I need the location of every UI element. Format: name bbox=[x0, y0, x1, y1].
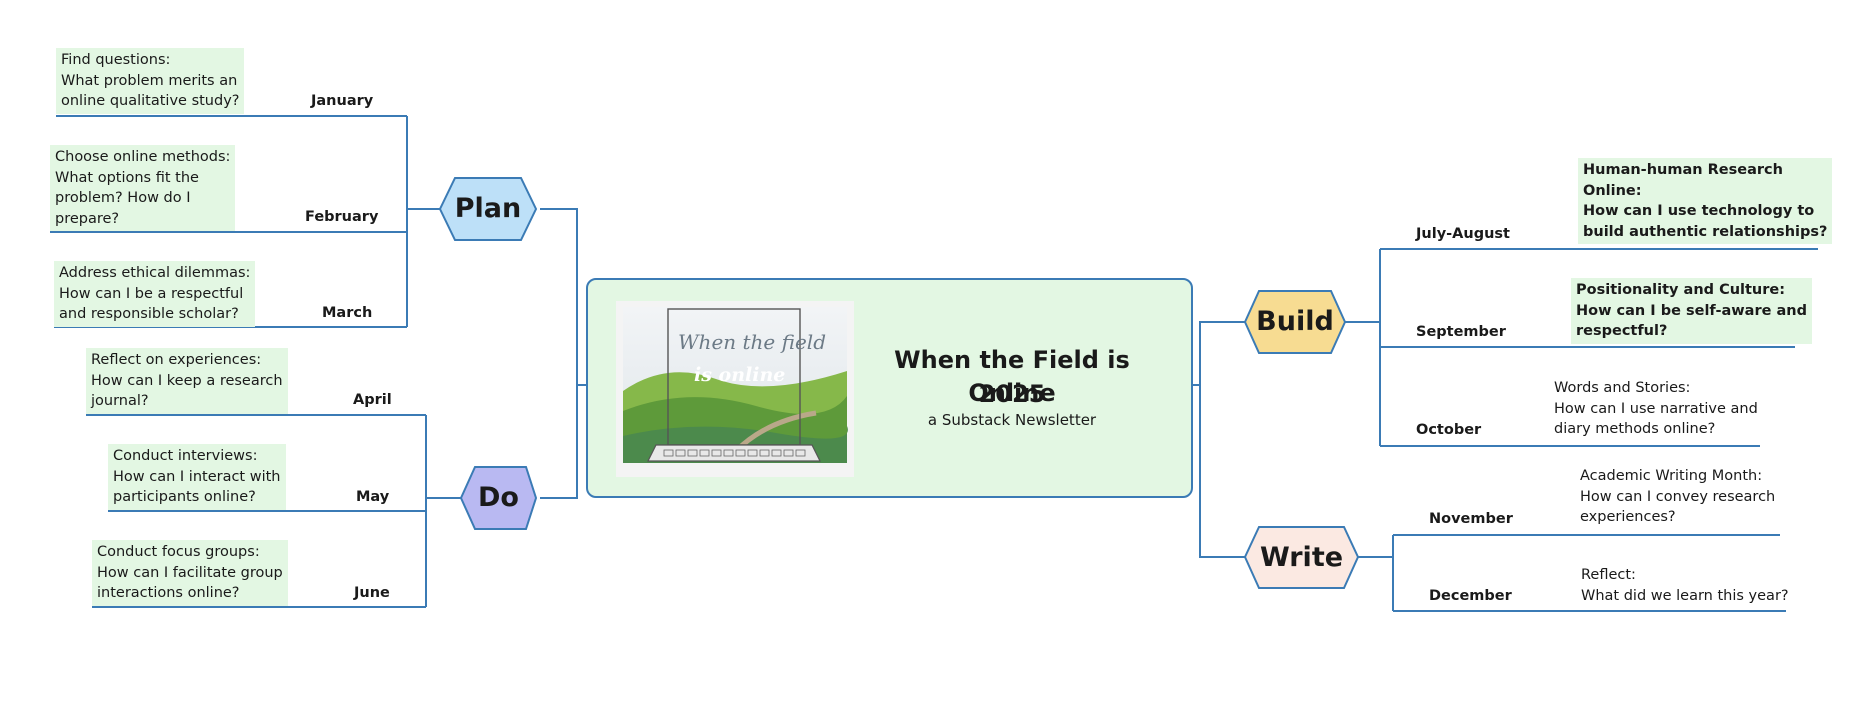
newsletter-title-line2: 2025 bbox=[978, 380, 1046, 408]
month-may: May bbox=[356, 489, 390, 505]
phase-build-label[interactable]: Build bbox=[1256, 306, 1334, 337]
topic-june[interactable]: Conduct focus groups: How can I facilita… bbox=[92, 540, 288, 606]
topic-november[interactable]: Academic Writing Month: How can I convey… bbox=[1580, 468, 1776, 525]
topic-april[interactable]: Reflect on experiences: How can I keep a… bbox=[86, 348, 288, 414]
month-september: September bbox=[1416, 324, 1506, 340]
month-march: March bbox=[322, 305, 373, 321]
month-january: January bbox=[311, 93, 374, 109]
month-december: December bbox=[1429, 588, 1512, 604]
topic-july-august[interactable]: Human-human Research Online: How can I u… bbox=[1578, 158, 1833, 244]
topic-january[interactable]: Find questions: What problem merits an o… bbox=[56, 48, 245, 114]
topic-february[interactable]: Choose online methods: What options fit … bbox=[50, 145, 236, 231]
topic-may[interactable]: Conduct interviews: How can I interact w… bbox=[108, 444, 286, 510]
month-february: February bbox=[305, 209, 379, 225]
topic-march[interactable]: Address ethical dilemmas: How can I be a… bbox=[54, 261, 256, 327]
topic-september[interactable]: Positionality and Culture: How can I be … bbox=[1571, 278, 1812, 344]
month-november: November bbox=[1429, 511, 1513, 527]
plan-hexagon bbox=[438, 177, 538, 241]
write-hexagon bbox=[1243, 526, 1360, 589]
topic-october[interactable]: Words and Stories: How can I use narrati… bbox=[1554, 380, 1758, 437]
month-april: April bbox=[353, 392, 392, 408]
illustration-text-line1: When the field bbox=[678, 330, 826, 354]
phase-do-label[interactable]: Do bbox=[478, 482, 519, 513]
month-october: October bbox=[1416, 422, 1482, 438]
newsletter-title-line1: When the Field is Online bbox=[894, 346, 1130, 407]
build-hexagon bbox=[1243, 290, 1347, 354]
newsletter-subtitle: a Substack Newsletter bbox=[927, 411, 1097, 429]
phase-write-label[interactable]: Write bbox=[1259, 542, 1344, 573]
phase-plan-label[interactable]: Plan bbox=[454, 193, 522, 224]
month-july-august: July-August bbox=[1416, 226, 1510, 242]
illustration-text-line2: is online bbox=[694, 364, 785, 386]
do-hexagon bbox=[459, 466, 538, 530]
topic-december[interactable]: Reflect: What did we learn this year? bbox=[1581, 567, 1789, 604]
month-june: June bbox=[354, 585, 390, 601]
newsletter-illustration: When the field is online bbox=[616, 301, 854, 477]
